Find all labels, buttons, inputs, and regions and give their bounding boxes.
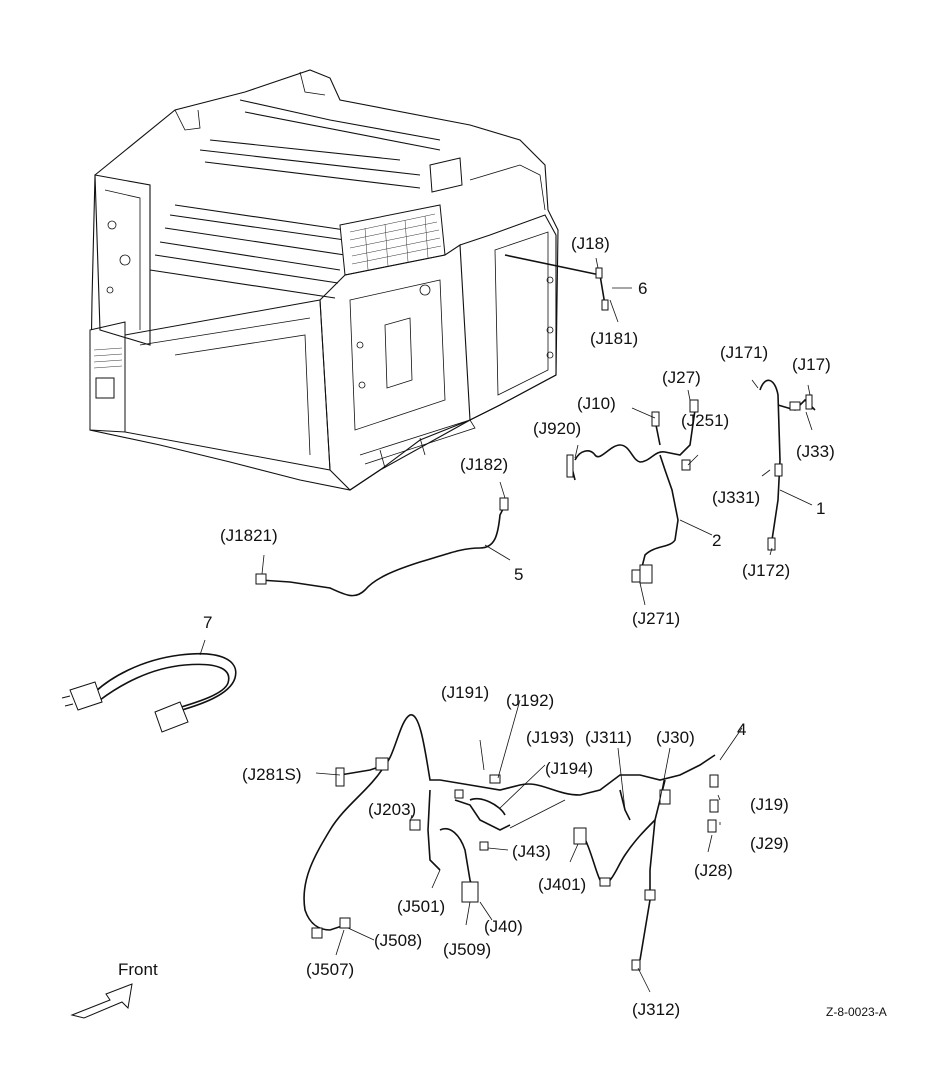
connector-label: (J271) xyxy=(632,609,680,628)
connector-label: (J19) xyxy=(750,795,789,814)
connector-label: (J30) xyxy=(656,728,695,747)
harness-4 xyxy=(303,699,743,993)
harness-6 xyxy=(504,254,632,323)
connector-label: (J193) xyxy=(526,728,574,747)
connector-label: (J331) xyxy=(712,488,760,507)
connector-label: (J33) xyxy=(796,442,835,461)
item-2-label: 2 xyxy=(712,531,721,550)
connector-label: (J509) xyxy=(443,940,491,959)
connector-label: (J194) xyxy=(545,759,593,778)
power-cord-7 xyxy=(61,639,237,733)
connector-label: (J18) xyxy=(571,234,610,253)
connector-label: (J507) xyxy=(306,960,354,979)
connector-label: (J1821) xyxy=(220,526,278,545)
connector-label: (J203) xyxy=(368,800,416,819)
connector-label: (J181) xyxy=(590,329,638,348)
item-5-label: 5 xyxy=(514,565,523,584)
connector-label: (J27) xyxy=(662,368,701,387)
connector-label: (J251) xyxy=(681,411,729,430)
connector-label: (J312) xyxy=(632,1000,680,1019)
connector-label: (J17) xyxy=(792,355,831,374)
connector-label: (J43) xyxy=(512,842,551,861)
connector-label: (J10) xyxy=(577,394,616,413)
connector-label: (J311) xyxy=(585,728,632,747)
front-direction-arrow-icon xyxy=(70,983,133,1019)
front-label: Front xyxy=(118,960,158,979)
connector-label: (J401) xyxy=(538,875,586,894)
connector-label: (J171) xyxy=(720,343,768,362)
harness-1 xyxy=(751,379,816,556)
item-7-label: 7 xyxy=(203,613,212,632)
connector-label: (J182) xyxy=(460,455,508,474)
connector-label: (J920) xyxy=(533,419,581,438)
callout-labels: 6 1 2 5 7 4 (J18) (J181) (J171) (J17) (J… xyxy=(118,234,887,1019)
connector-label: (J28) xyxy=(694,861,733,880)
connector-label: (J281S) xyxy=(242,765,302,784)
harness-5 xyxy=(255,481,511,597)
item-1-label: 1 xyxy=(816,499,825,518)
figure-id: Z-8-0023-A xyxy=(826,1005,887,1019)
connector-label: (J172) xyxy=(742,561,790,580)
connector-label: (J40) xyxy=(484,917,523,936)
item-6-label: 6 xyxy=(638,279,647,298)
connector-label: (J192) xyxy=(506,691,554,710)
printer-frame-illustration xyxy=(89,69,559,491)
connector-label: (J29) xyxy=(750,834,789,853)
harness-2 xyxy=(566,389,713,606)
item-4-label: 4 xyxy=(737,720,746,739)
connector-label: (J508) xyxy=(374,931,422,950)
connector-label: (J501) xyxy=(397,897,445,916)
connector-label: (J191) xyxy=(441,683,489,702)
